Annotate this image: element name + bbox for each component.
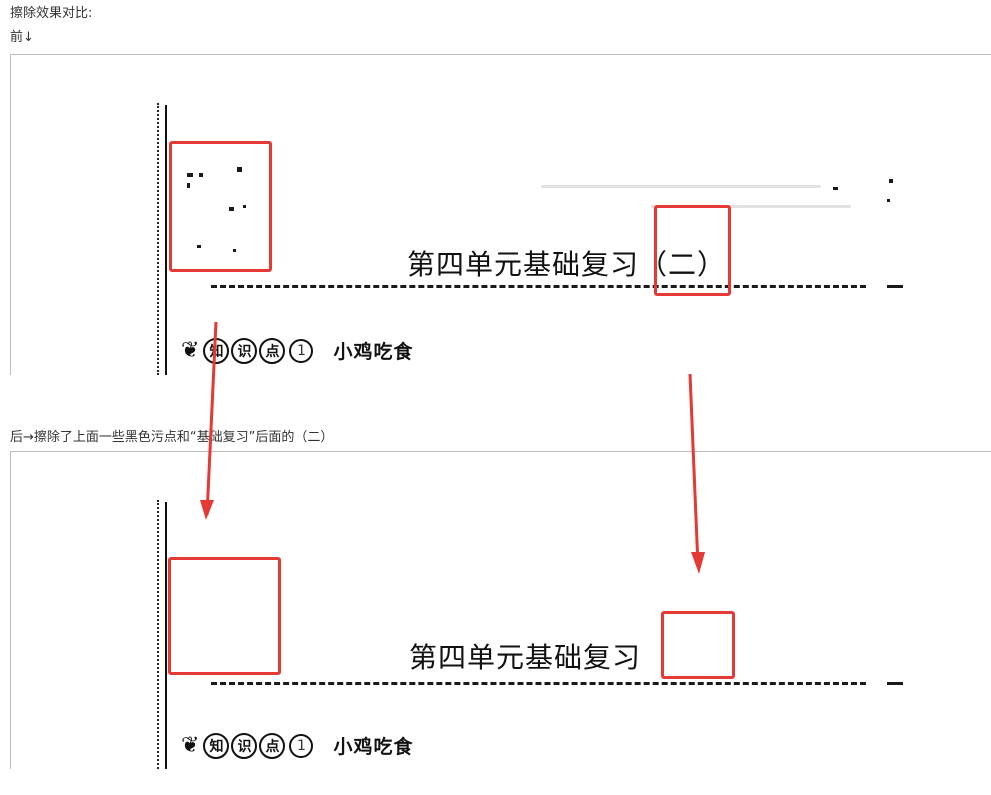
- stain-highlight-box-before: [169, 141, 272, 272]
- bracket-highlight-box-before: [654, 205, 731, 296]
- black-stain: [237, 167, 242, 172]
- black-stain: [229, 207, 234, 211]
- caption-title: 擦除效果对比:: [10, 6, 93, 21]
- heading-dashed-rule: [211, 682, 866, 685]
- leaf-icon: ❦: [181, 338, 200, 363]
- knowledge-char: 知: [203, 337, 230, 364]
- binding-margin-line: [165, 105, 167, 375]
- knowledge-char: 识: [231, 732, 258, 759]
- knowledge-char: 知: [203, 732, 230, 759]
- caption-after: 后→擦除了上面一些黑色污点和“基础复习”后面的（二）: [10, 430, 334, 445]
- black-stain: [187, 183, 190, 188]
- black-stain: [887, 199, 890, 202]
- knowledge-point-label: ❦ 知 识 点 1 小鸡吃食: [181, 337, 413, 364]
- lesson-title: 小鸡吃食: [333, 341, 414, 363]
- stain-highlight-box-after: [168, 557, 281, 675]
- black-stain: [833, 187, 838, 190]
- black-stain: [243, 205, 246, 208]
- knowledge-char: 识: [231, 337, 258, 364]
- binding-margin-dashed: [157, 500, 159, 769]
- bracket-highlight-box-after: [661, 611, 735, 679]
- knowledge-char: 点: [259, 337, 286, 364]
- knowledge-number: 1: [289, 338, 314, 363]
- caption-before: 前↓: [10, 30, 34, 45]
- lesson-title: 小鸡吃食: [333, 736, 414, 758]
- unit-heading: 第四单元基础复习: [409, 641, 642, 674]
- knowledge-number: 1: [289, 733, 314, 758]
- binding-margin-line: [165, 502, 167, 769]
- heading-rule-tail: [887, 285, 903, 288]
- knowledge-char: 点: [259, 732, 286, 759]
- scan-after-image: 第四单元基础复习 ❦ 知 识 点 1 小鸡吃食: [10, 451, 991, 769]
- black-stain: [187, 173, 193, 177]
- heading-dashed-rule: [211, 285, 866, 288]
- unit-heading: 第四单元基础复习（二）: [407, 248, 727, 281]
- grey-smudge: [651, 205, 851, 208]
- binding-margin-dashed: [157, 103, 159, 375]
- black-stain: [199, 173, 203, 177]
- black-stain: [233, 249, 236, 252]
- black-stain: [197, 245, 201, 248]
- black-stain: [889, 179, 893, 183]
- heading-rule-tail: [887, 682, 903, 685]
- scan-before-image: 第四单元基础复习（二） ❦ 知 识 点 1 小鸡吃食: [10, 54, 991, 375]
- grey-smudge: [541, 185, 821, 188]
- leaf-icon: ❦: [181, 733, 200, 758]
- knowledge-point-label: ❦ 知 识 点 1 小鸡吃食: [181, 732, 413, 759]
